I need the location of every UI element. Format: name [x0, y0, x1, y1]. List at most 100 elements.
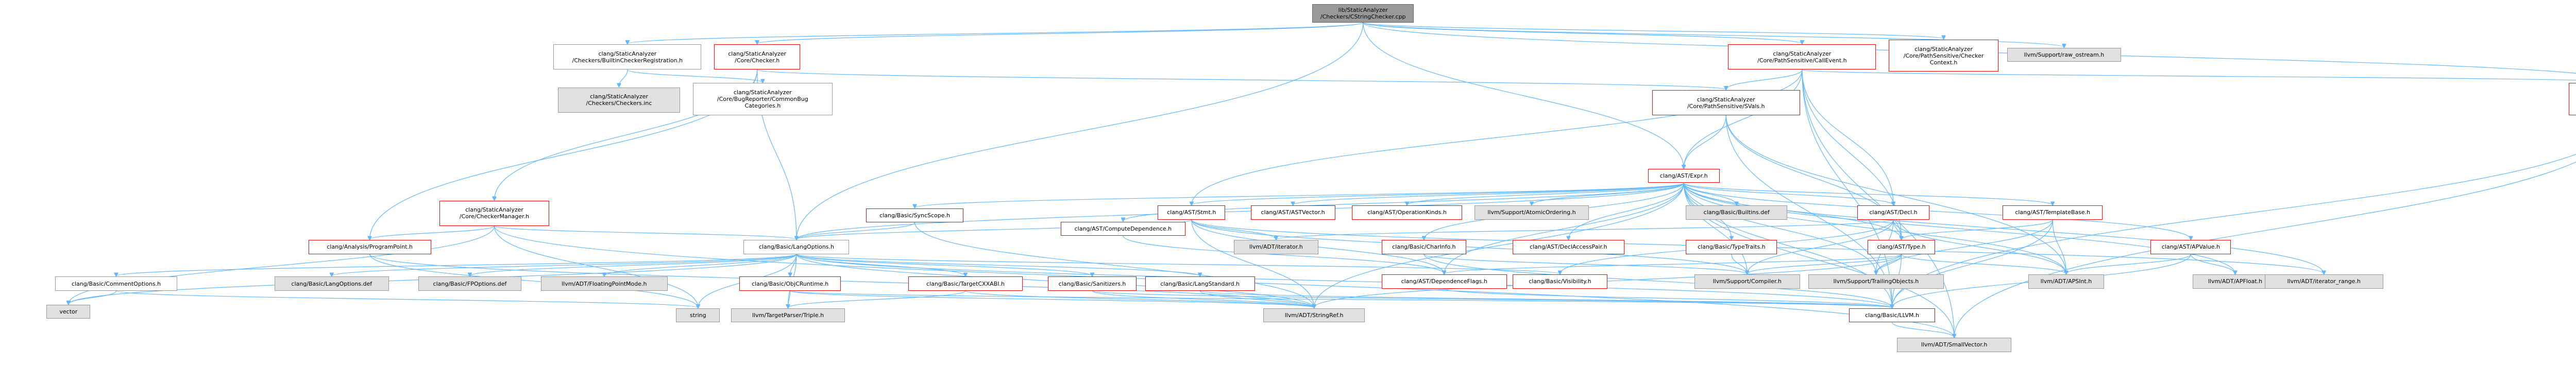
node-label-line: /Checkers/CStringChecker.cpp	[1320, 13, 1406, 20]
node-label-line: clang/StaticAnalyzer	[598, 50, 657, 57]
include-edge	[1191, 219, 1276, 240]
header-node-ast-type[interactable]: clang/AST/Type.h	[1867, 240, 1936, 254]
node-label-line: clang/AST/DependenceFlags.h	[1401, 278, 1487, 285]
node-label-line: clang/AST/DeclAccessPair.h	[1530, 243, 1607, 251]
include-edge	[1747, 219, 1894, 274]
header-node-program-state[interactable]: clang/StaticAnalyzer/Core/PathSensitive/…	[2569, 83, 2576, 116]
header-node-builtins-def[interactable]: clang/Basic/Builtins.def	[1686, 205, 1788, 220]
node-label-line: llvm/ADT/FloatingPointMode.h	[562, 280, 647, 287]
include-edge	[914, 222, 1314, 308]
include-edge	[1199, 290, 1314, 308]
header-node-svals[interactable]: clang/StaticAnalyzer/Core/PathSensitive/…	[1652, 90, 1800, 116]
header-node-decl-access[interactable]: clang/AST/DeclAccessPair.h	[1513, 240, 1624, 254]
header-node-vector[interactable]: vector	[46, 305, 91, 319]
include-edge	[1191, 219, 1747, 274]
header-node-template-base[interactable]: clang/AST/TemplateBase.h	[2003, 205, 2103, 220]
include-edge	[2066, 254, 2191, 274]
include-edge	[1293, 182, 1684, 205]
include-edge	[796, 254, 1092, 276]
header-node-trailing-obj[interactable]: llvm/Support/TrailingObjects.h	[1808, 274, 1944, 289]
include-edge	[1683, 183, 2066, 274]
header-node-sanitizers[interactable]: clang/Basic/Sanitizers.h	[1047, 276, 1137, 291]
header-node-llvm-h[interactable]: clang/Basic/LLVM.h	[1849, 308, 1936, 323]
include-edge	[2190, 254, 2235, 274]
node-label-line: lib/StaticAnalyzer	[1338, 6, 1388, 13]
header-node-adt-iterator[interactable]: llvm/ADT/iterator.h	[1233, 240, 1318, 254]
header-node-sync-scope[interactable]: clang/Basic/SyncScope.h	[866, 208, 963, 223]
include-edge	[1444, 288, 1892, 308]
header-node-builtin-reg[interactable]: clang/StaticAnalyzer/Checkers/BuiltinChe…	[553, 44, 702, 70]
header-node-lang-std[interactable]: clang/Basic/LangStandard.h	[1145, 276, 1255, 291]
node-label-line: /Core/BugReporter/CommonBug	[717, 96, 808, 103]
header-node-ast-decl[interactable]: clang/AST/Decl.h	[1857, 205, 1929, 220]
header-node-string[interactable]: string	[676, 308, 720, 323]
header-node-type-traits[interactable]: clang/Basic/TypeTraits.h	[1686, 240, 1777, 254]
header-node-call-event[interactable]: clang/StaticAnalyzer/Core/PathSensitive/…	[1728, 44, 1876, 70]
include-edge	[69, 290, 117, 304]
header-node-lang-options[interactable]: clang/Basic/LangOptions.h	[743, 240, 850, 254]
include-edge	[1683, 183, 2235, 274]
node-label-line: clang/Basic/Builtins.def	[1703, 209, 1770, 216]
node-label-line: llvm/ADT/SmallVector.h	[1921, 341, 1988, 348]
header-node-compiler[interactable]: llvm/Support/Compiler.h	[1694, 274, 1800, 289]
header-node-stringref[interactable]: llvm/ADT/StringRef.h	[1263, 308, 1365, 323]
header-node-float-mode[interactable]: llvm/ADT/FloatingPointMode.h	[540, 276, 668, 291]
header-node-ast-stmt[interactable]: clang/AST/Stmt.h	[1158, 205, 1226, 220]
header-node-comment-opts[interactable]: clang/Basic/CommentOptions.h	[55, 276, 178, 291]
include-edge	[1363, 22, 2064, 47]
header-node-bug-cats[interactable]: clang/StaticAnalyzer/Core/BugReporter/Co…	[693, 83, 833, 116]
include-edge	[788, 290, 966, 308]
include-edge	[332, 254, 797, 276]
node-label-line: clang/AST/TemplateBase.h	[2015, 209, 2091, 216]
include-edge	[965, 290, 1314, 308]
header-node-program-point[interactable]: clang/Analysis/ProgramPoint.h	[308, 240, 431, 254]
header-node-ast-expr[interactable]: clang/AST/Expr.h	[1648, 169, 1720, 183]
include-edge	[1683, 183, 2191, 240]
node-label-line: clang/Basic/LangStandard.h	[1160, 280, 1240, 287]
include-edge	[1683, 183, 1737, 205]
header-node-op-kinds[interactable]: clang/AST/OperationKinds.h	[1352, 205, 1462, 220]
header-node-target-cxxabi[interactable]: clang/Basic/TargetCXXABI.h	[908, 276, 1023, 291]
header-node-core-checker[interactable]: clang/StaticAnalyzer/Core/Checker.h	[714, 44, 801, 70]
header-node-dep-flags[interactable]: clang/AST/DependenceFlags.h	[1381, 274, 1507, 289]
node-label-line: clang/Basic/TargetCXXABI.h	[926, 280, 1005, 287]
header-node-apsint[interactable]: llvm/ADT/APSInt.h	[2028, 274, 2105, 289]
header-node-objc-runtime[interactable]: clang/Basic/ObjCRuntime.h	[739, 276, 841, 291]
header-node-char-info[interactable]: clang/Basic/CharInfo.h	[1381, 240, 1466, 254]
header-node-checker-ctx[interactable]: clang/StaticAnalyzer/Core/PathSensitive/…	[1888, 39, 1999, 72]
include-edge	[115, 290, 698, 308]
include-edge	[1902, 219, 2053, 240]
node-label-line: /Core/PathSensitive/SVals.h	[1687, 102, 1765, 110]
header-node-compute-dep[interactable]: clang/AST/ComputeDependence.h	[1060, 221, 1186, 236]
header-node-fp-def[interactable]: clang/Basic/FPOptions.def	[418, 276, 522, 291]
include-edge	[1747, 254, 1902, 274]
header-node-small-vector[interactable]: llvm/ADT/SmallVector.h	[1897, 338, 2011, 352]
include-edge	[494, 225, 796, 239]
include-edge	[1684, 115, 1726, 168]
header-node-iter-range[interactable]: llvm/ADT/iterator_range.h	[2264, 274, 2383, 289]
header-node-atomic-ord[interactable]: llvm/Support/AtomicOrdering.h	[1475, 205, 1589, 220]
header-node-apvalue[interactable]: clang/AST/APValue.h	[2150, 240, 2231, 254]
node-label-line: llvm/ADT/APSInt.h	[2040, 278, 2092, 285]
header-node-checker-mgr[interactable]: clang/StaticAnalyzer/Core/CheckerManager…	[439, 200, 550, 226]
node-label-line: clang/StaticAnalyzer	[733, 89, 792, 96]
include-edge	[796, 22, 1364, 239]
include-edge	[1954, 162, 2576, 337]
header-node-raw-ostream[interactable]: llvm/Support/raw_ostream.h	[2007, 47, 2122, 62]
include-edge	[1276, 219, 1894, 240]
include-edge	[2052, 219, 2066, 274]
include-edge	[1191, 219, 1314, 308]
include-edge	[370, 225, 495, 239]
header-node-visibility[interactable]: clang/Basic/Visibility.h	[1513, 274, 1607, 289]
header-node-checkers-inc[interactable]: clang/StaticAnalyzer/Checkers/Checkers.i…	[557, 87, 681, 113]
include-edge	[116, 254, 797, 276]
node-label-line: Context.h	[1929, 59, 1958, 66]
include-edge	[627, 69, 762, 82]
header-node-apfloat[interactable]: llvm/ADT/APFloat.h	[2193, 274, 2278, 289]
include-edge	[915, 182, 1684, 208]
header-node-ast-astvector[interactable]: clang/AST/ASTVector.h	[1250, 205, 1335, 220]
header-node-lang-def[interactable]: clang/Basic/LangOptions.def	[275, 276, 389, 291]
include-edge	[628, 22, 1364, 44]
include-edge	[1407, 182, 1684, 205]
header-node-triple[interactable]: llvm/TargetParser/Triple.h	[731, 308, 845, 323]
